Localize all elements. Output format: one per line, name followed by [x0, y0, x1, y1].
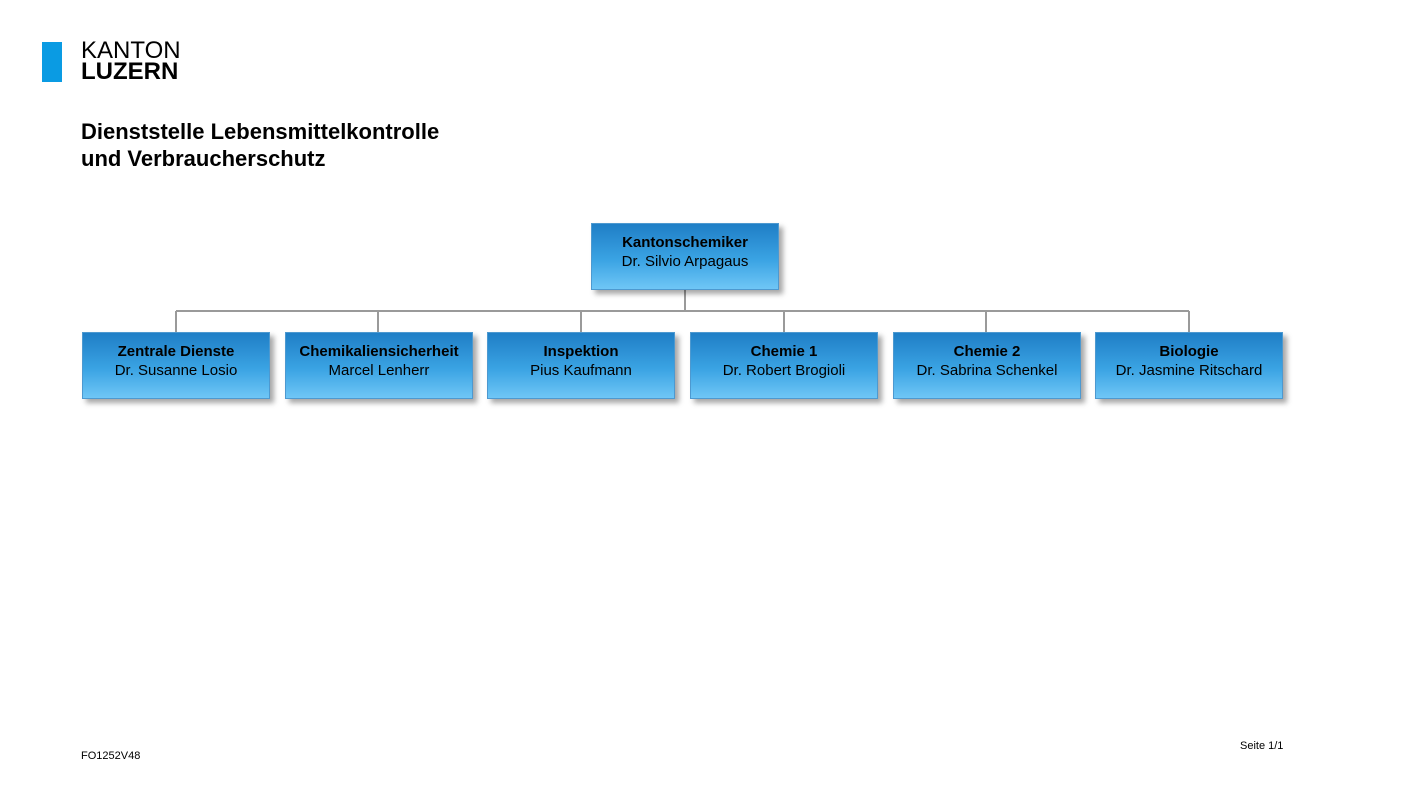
org-box-person: Pius Kaufmann — [530, 362, 632, 379]
org-box-person: Dr. Robert Brogioli — [722, 362, 846, 379]
org-box-role: Zentrale Dienste — [117, 343, 235, 360]
logo-line-luzern: LUZERN — [81, 58, 179, 85]
org-box-unit-1: Zentrale Dienste Dr. Susanne Losio — [82, 332, 270, 399]
org-box-person: Dr. Susanne Losio — [114, 362, 238, 379]
org-box-role: Chemikaliensicherheit — [299, 343, 459, 360]
document-code: FO1252V48 — [81, 750, 141, 762]
org-box-role: Chemie 2 — [953, 343, 1021, 360]
org-box-unit-2: Chemikaliensicherheit Marcel Lenherr — [285, 332, 473, 399]
org-box-person: Marcel Lenherr — [328, 362, 430, 379]
org-box-head: Kantonschemiker Dr. Silvio Arpagaus — [591, 223, 779, 290]
org-box-role: Inspektion — [543, 343, 619, 360]
org-box-unit-6: Biologie Dr. Jasmine Ritschard — [1095, 332, 1283, 399]
page-title: Dienststelle Lebensmittelkontrolle und V… — [81, 118, 439, 172]
logo: KANTON LUZERN — [81, 37, 181, 85]
logo-mark — [42, 42, 62, 82]
logo-line-kanton: KANTON — [81, 37, 181, 64]
org-box-unit-3: Inspektion Pius Kaufmann — [487, 332, 675, 399]
org-box-role: Chemie 1 — [750, 343, 818, 360]
org-box-role: Biologie — [1159, 343, 1219, 360]
org-box-person: Dr. Jasmine Ritschard — [1115, 362, 1263, 379]
org-box-person: Dr. Silvio Arpagaus — [621, 253, 749, 270]
page-title-line-2: und Verbraucherschutz — [81, 146, 326, 171]
page-number: Seite 1/1 — [1240, 740, 1284, 752]
org-box-unit-4: Chemie 1 Dr. Robert Brogioli — [690, 332, 878, 399]
page-title-line-1: Dienststelle Lebensmittelkontrolle — [81, 119, 440, 144]
org-box-person: Dr. Sabrina Schenkel — [916, 362, 1058, 379]
org-box-role: Kantonschemiker — [622, 234, 748, 251]
org-box-unit-5: Chemie 2 Dr. Sabrina Schenkel — [893, 332, 1081, 399]
